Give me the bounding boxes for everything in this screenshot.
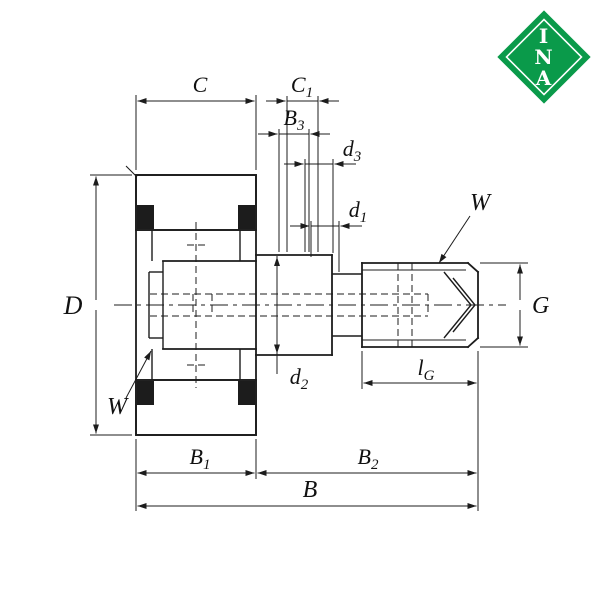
seal-block xyxy=(238,205,255,229)
dim-label-lG: lG xyxy=(418,355,435,384)
dimension-d3: d3 xyxy=(284,136,361,253)
dimension-B1: B1 xyxy=(135,439,257,511)
corner-radius-leader xyxy=(125,165,138,178)
dimension-d2: d2 xyxy=(274,256,309,393)
ina-logo-inner-border xyxy=(505,18,583,96)
dimension-G: G xyxy=(480,262,549,348)
annotation-W-lower: W xyxy=(107,350,152,420)
dim-label-B2: B2 xyxy=(358,444,379,473)
seal-block xyxy=(238,381,255,405)
dimension-B3: B3 xyxy=(258,105,330,252)
annotation-W-upper: W xyxy=(438,190,492,264)
dim-label-B1: B1 xyxy=(190,444,211,473)
w-lower-leader-line xyxy=(125,350,152,399)
dimension-C1: C1 xyxy=(266,72,339,252)
ina-logo-letter: N xyxy=(534,45,553,69)
dimension-D: D xyxy=(63,174,132,436)
dimension-B2: B2 xyxy=(257,351,479,511)
dim-label-d2: d2 xyxy=(290,364,309,393)
dimension-lG: lG xyxy=(361,351,477,389)
dimension-d1: d1 xyxy=(290,197,367,272)
dim-label-C: C xyxy=(193,72,208,97)
dim-label-C1: C1 xyxy=(291,72,313,101)
ina-logo-letter: A xyxy=(535,66,553,90)
dim-label-D: D xyxy=(63,291,83,320)
dim-label-W-upper: W xyxy=(470,190,492,216)
dimension-B: B xyxy=(137,477,477,509)
dim-label-B3: B3 xyxy=(284,105,305,134)
ina-logo: I N A xyxy=(497,10,591,104)
relief-groove xyxy=(332,273,362,337)
ina-logo-letter: I xyxy=(539,24,549,48)
dimension-C: C xyxy=(135,72,257,170)
w-upper-leader-line xyxy=(438,215,471,264)
dim-label-d1: d1 xyxy=(349,197,368,226)
dim-label-G: G xyxy=(532,293,549,319)
dim-label-W-lower: W xyxy=(107,394,129,420)
seal-block xyxy=(137,205,154,229)
dim-label-B: B xyxy=(303,477,318,503)
part-geometry xyxy=(114,165,506,436)
needle-roller-rows xyxy=(151,230,241,380)
dim-label-d3: d3 xyxy=(343,136,362,165)
seal-block xyxy=(137,381,154,405)
